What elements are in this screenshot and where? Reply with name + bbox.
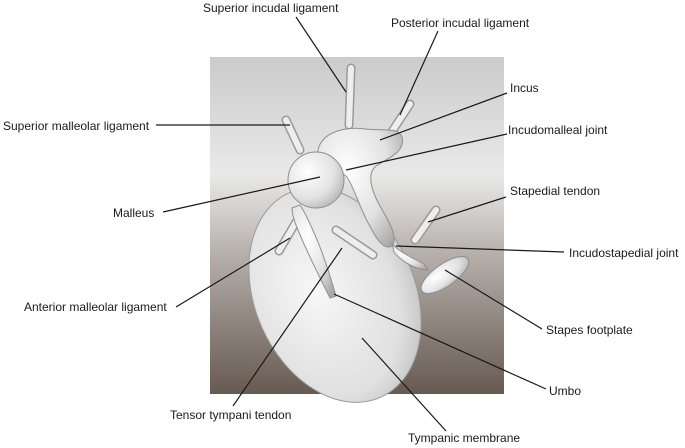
label-incudomalleal-joint: Incudomalleal joint [508,123,608,137]
stapes-footplate-shape [420,256,470,294]
label-superior-malleolar-ligament: Superior malleolar ligament [3,119,150,133]
label-posterior-incudal-ligament: Posterior incudal ligament [391,16,530,30]
label-stapedial-tendon: Stapedial tendon [510,184,601,198]
leader-lines [156,16,565,432]
label-stapes-footplate: Stapes footplate [546,323,633,337]
label-incus: Incus [510,81,539,95]
malleus-handle-shape [291,204,337,299]
ligament-rods [274,63,441,260]
label-superior-incudal-ligament: Superior incudal ligament [203,1,339,15]
stapes-shape [391,242,429,271]
label-anterior-malleolar-ligament: Anterior malleolar ligament [24,300,167,314]
label-malleus: Malleus [113,206,155,220]
label-umbo: Umbo [549,384,582,398]
label-incudostapedial-joint: Incudostapedial joint [569,246,679,260]
incus-shape [317,127,404,248]
label-tympanic-membrane: Tympanic membrane [408,431,521,445]
malleus-head-shape [287,151,345,209]
label-tensor-tympani-tendon: Tensor tympani tendon [170,408,292,422]
